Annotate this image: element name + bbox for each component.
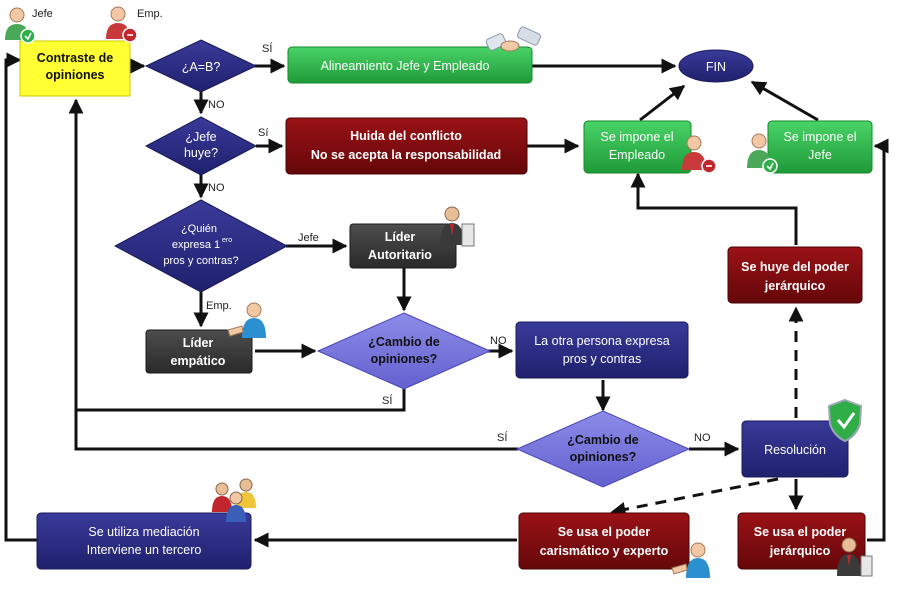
impone-empleado-line2: Empleado [609,148,665,162]
edge-labels: SÍ NO Sí NO Jefe Emp. NO SÍ SÍ NO [206,42,711,444]
alineamiento-line1: Alineamiento Jefe y Empleado [321,59,490,73]
fin-line1: FIN [706,60,726,74]
empatico-line1: Líder [183,336,214,350]
edge-huye-poder-impone-empleado [630,172,798,245]
huye-poder-line1: Se huye del poder [741,260,849,274]
node-carismatico[interactable]: Se usa el poder carismático y experto [518,512,690,570]
impone-jefe-line2: Jefe [808,148,832,162]
node-resolucion[interactable]: Resolución [741,420,849,478]
label-no-cambio1: NO [490,335,507,347]
mediacion-line2: Interviene un tercero [87,543,202,557]
node-impone-empleado[interactable]: Se impone el Empleado [583,120,692,174]
node-otra-persona[interactable]: La otra persona expresa pros y contras [515,321,689,379]
label-si-ab: SÍ [262,42,273,55]
label-emp: Emp. [206,300,232,312]
cambio2-line2: opiniones? [570,450,637,464]
jerarquico-line1: Se usa el poder [754,525,847,539]
businessman-icon [440,206,475,247]
label-si-cambio2: SÍ [497,431,508,444]
node-quien[interactable]: ¿Quién expresa 1 ero pros y contras? [113,199,289,293]
label-no-cambio2: NO [694,432,711,444]
node-a-equals-b[interactable]: ¿A=B? [144,39,258,93]
jefe-huye-line1: ¿Jefe [185,130,216,144]
label-no-ab: NO [208,99,225,111]
edge-cambio1-si-contraste [68,98,406,412]
boss-winner-icon [747,133,778,174]
empatico-line2: empático [171,354,226,368]
node-jefe-huye[interactable]: ¿Jefe huye? [144,116,258,176]
jefe-huye-line2: huye? [184,146,218,160]
cambio1-line2: opiniones? [371,352,438,366]
contraste-line2: opiniones [45,68,104,82]
node-cambio1[interactable]: ¿Cambio de opiniones? [316,312,492,390]
pointing-person-icon [671,542,710,578]
mediacion-line1: Se utiliza mediación [88,525,199,539]
label-si-cambio1: SÍ [382,394,393,407]
impone-empleado-line1: Se impone el [601,130,674,144]
group-people-icon [212,478,256,522]
node-huye-poder[interactable]: Se huye del poder jerárquico [727,246,863,304]
node-huida[interactable]: Huida del conflicto No se acepta la resp… [285,117,528,175]
ab-line1: ¿A=B? [182,60,221,74]
node-mediacion[interactable]: Se utiliza mediación Interviene un terce… [36,512,252,570]
boss-label: Jefe [32,8,53,20]
quien-line2: expresa 1 [172,239,220,251]
empathetic-person-icon [227,302,266,338]
node-lider-empatico[interactable]: Líder empático [145,329,253,374]
autoritario-line2: Autoritario [368,248,432,262]
cambio1-line1: ¿Cambio de [368,335,440,349]
connectors [4,52,889,548]
contraste-line1: Contraste de [37,51,113,65]
node-jerarquico[interactable]: Se usa el poder jerárquico [737,512,866,570]
node-contraste[interactable]: Contraste de opiniones [19,40,131,97]
edge-impone-jefe-fin [750,80,819,122]
huida-line2: No se acepta la responsabilidad [311,148,501,162]
node-alineamiento[interactable]: Alineamiento Jefe y Empleado [287,46,533,84]
quien-line2-sup: ero [222,237,232,244]
edge-cambio2-si-contraste [74,410,518,451]
edge-jerarquico-impone-jefe [867,138,889,542]
cambio2-line1: ¿Cambio de [567,433,639,447]
label-jefe: Jefe [298,232,319,244]
resolucion-line1: Resolución [764,443,826,457]
carismatico-line2: carismático y experto [540,544,669,558]
label-si-huye: Sí [258,127,268,139]
edge-mediacion-contraste [4,52,37,542]
quien-line3: pros y contras? [163,255,238,267]
label-no-huye: NO [208,182,225,194]
employee-winner-icon [682,135,717,174]
hierarchical-boss-icon [837,537,873,577]
boss-person-icon [5,7,36,44]
node-lider-autoritario[interactable]: Líder Autoritario [349,223,457,269]
autoritario-line1: Líder [385,230,416,244]
jerarquico-line2: jerárquico [769,544,831,558]
carismatico-line1: Se usa el poder [558,525,651,539]
edge-impone-empleado-fin [639,84,686,122]
huida-line1: Huida del conflicto [350,129,462,143]
edge-resolucion-carismatico-dashed [610,477,779,517]
node-cambio2[interactable]: ¿Cambio de opiniones? [515,410,691,488]
employee-person-icon [106,6,138,43]
handshake-icon [485,26,542,52]
huye-poder-line2: jerárquico [764,279,826,293]
shield-check-icon [827,398,863,443]
otra-line1: La otra persona expresa [534,334,670,348]
employee-label: Emp. [137,8,163,20]
quien-line1: ¿Quién [181,223,217,235]
impone-jefe-line1: Se impone el [784,130,857,144]
otra-line2: pros y contras [563,352,642,366]
node-impone-jefe[interactable]: Se impone el Jefe [767,120,873,174]
node-fin[interactable]: FIN [678,49,754,83]
